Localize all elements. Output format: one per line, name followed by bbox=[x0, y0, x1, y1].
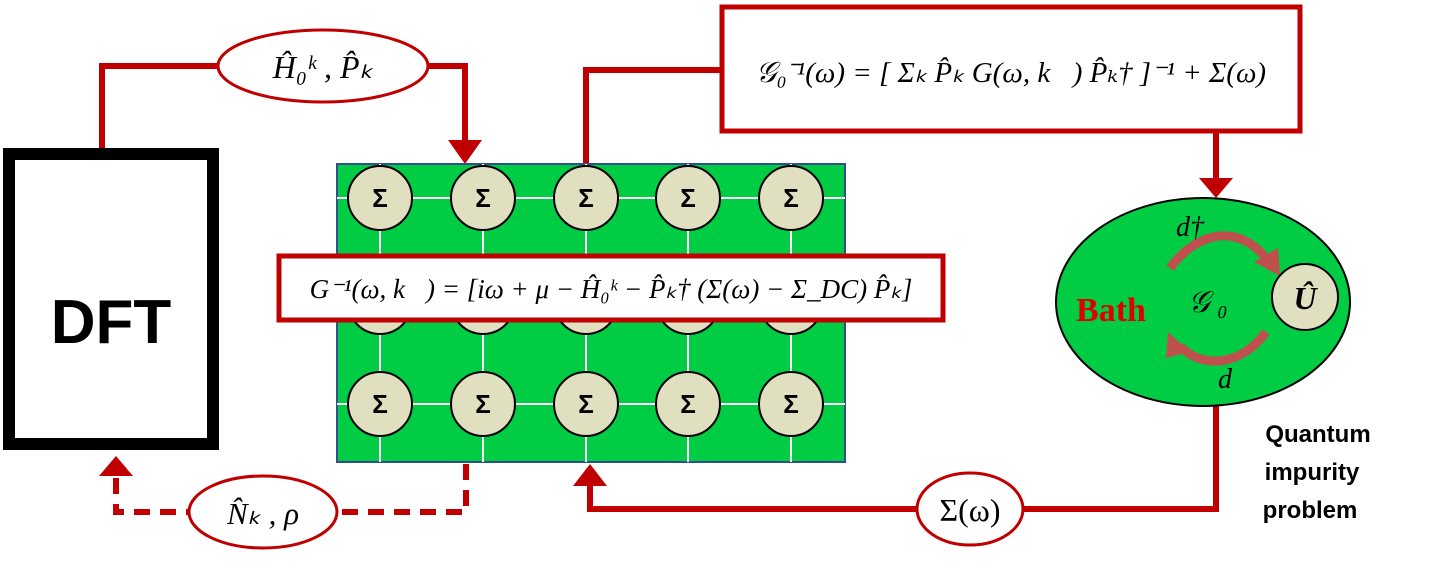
lattice-site: Σ bbox=[553, 371, 619, 437]
density-node: N̂ₖ , ρ bbox=[187, 474, 339, 550]
lattice-equation-block: G⁻¹(ω, k⃗) = [iω + μ − Ĥ₀ᵏ − P̂ₖ† (Σ(ω) … bbox=[276, 253, 946, 323]
caption-line-2: impurity bbox=[1265, 459, 1360, 486]
projector-ellipse bbox=[216, 28, 430, 104]
lattice-site-sigma-label: Σ bbox=[680, 389, 696, 419]
density-label: N̂ₖ , ρ bbox=[226, 496, 299, 531]
creation-operator-label: d† bbox=[1176, 212, 1205, 243]
lattice-site-circle bbox=[450, 165, 516, 231]
lattice-site-sigma-label: Σ bbox=[578, 183, 594, 213]
self-energy-label: Σ(ω) bbox=[940, 492, 1001, 528]
lattice-site-sigma-label: Σ bbox=[372, 183, 388, 213]
lattice-to-hybridization-line bbox=[583, 67, 722, 164]
lattice-site-circle bbox=[347, 371, 413, 437]
lattice-site: Σ bbox=[758, 371, 824, 437]
self-energy-ellipse bbox=[915, 471, 1025, 547]
annihilation-operator-label: d bbox=[1218, 364, 1233, 395]
weiss-field-label: 𝒢 ₀ bbox=[1188, 286, 1227, 319]
lattice-site: Σ bbox=[758, 165, 824, 231]
lattice-site: Σ bbox=[655, 371, 721, 437]
lattice-site-sigma-label: Σ bbox=[475, 389, 491, 419]
lattice-site: Σ bbox=[347, 165, 413, 231]
lattice-site: Σ bbox=[450, 371, 516, 437]
projector-node: Ĥ₀ᵏ , P̂ₖ bbox=[216, 28, 430, 104]
interaction-site bbox=[1271, 263, 1339, 331]
projector-label: Ĥ₀ᵏ , P̂ₖ bbox=[272, 49, 374, 85]
dft-block: DFT bbox=[3, 148, 219, 450]
caption-line-3: problem bbox=[1263, 497, 1358, 524]
hybridization-equation: 𝒢₀⁻¹(ω) = [ Σₖ P̂ₖ G(ω, k⃗) P̂ₖ† ]⁻¹ + Σ… bbox=[756, 56, 1266, 89]
lattice-site-circle bbox=[655, 165, 721, 231]
lattice-site-sigma-label: Σ bbox=[783, 389, 799, 419]
dft-label: DFT bbox=[51, 288, 172, 357]
lattice-site-sigma-label: Σ bbox=[783, 183, 799, 213]
lattice-site-circle bbox=[758, 165, 824, 231]
lattice-site-sigma-label: Σ bbox=[680, 183, 696, 213]
lattice-equation: G⁻¹(ω, k⃗) = [iω + μ − Ĥ₀ᵏ − P̂ₖ† (Σ(ω) … bbox=[310, 274, 913, 304]
interaction-label: Û bbox=[1293, 280, 1318, 316]
lattice-site: Σ bbox=[655, 165, 721, 231]
hybridization-block: 𝒢₀⁻¹(ω) = [ Σₖ P̂ₖ G(ω, k⃗) P̂ₖ† ]⁻¹ + Σ… bbox=[719, 4, 1303, 134]
lattice-site-circle bbox=[655, 371, 721, 437]
lattice-site: Σ bbox=[347, 371, 413, 437]
hybridization-box bbox=[719, 4, 1303, 134]
lattice-site-circle bbox=[553, 371, 619, 437]
dft-to-lattice-arrowhead bbox=[448, 140, 482, 164]
impurity-to-lattice-line bbox=[587, 404, 1219, 512]
lattice-site-sigma-label: Σ bbox=[475, 183, 491, 213]
impurity-block: Û Bath 𝒢 ₀ d† d bbox=[1055, 197, 1351, 407]
lattice-site-circle bbox=[553, 165, 619, 231]
dft-box bbox=[3, 148, 219, 450]
lattice-site: Σ bbox=[553, 165, 619, 231]
impurity-to-lattice-arrowhead bbox=[573, 464, 607, 486]
lattice-site-circle bbox=[347, 165, 413, 231]
lattice-site-sigma-label: Σ bbox=[372, 389, 388, 419]
lattice-equation-box bbox=[276, 253, 946, 323]
impurity-caption: Quantum impurity problem bbox=[1263, 421, 1371, 524]
self-energy-node: Σ(ω) bbox=[915, 471, 1025, 547]
lattice-site-circle bbox=[450, 371, 516, 437]
lattice-site: Σ bbox=[450, 165, 516, 231]
hop-arrow-upper-head bbox=[1254, 248, 1280, 276]
hop-arrow-lower-head bbox=[1166, 332, 1190, 358]
density-ellipse bbox=[187, 474, 339, 550]
hybridization-to-impurity-arrowhead bbox=[1199, 178, 1233, 198]
lattice-site-sigma-label: Σ bbox=[578, 389, 594, 419]
hop-arrow-upper bbox=[1166, 231, 1270, 271]
caption-line-1: Quantum bbox=[1265, 421, 1370, 448]
bath-label: Bath bbox=[1076, 292, 1146, 329]
lattice-to-dft-arrowhead bbox=[99, 456, 133, 476]
lattice-site-circle bbox=[758, 371, 824, 437]
